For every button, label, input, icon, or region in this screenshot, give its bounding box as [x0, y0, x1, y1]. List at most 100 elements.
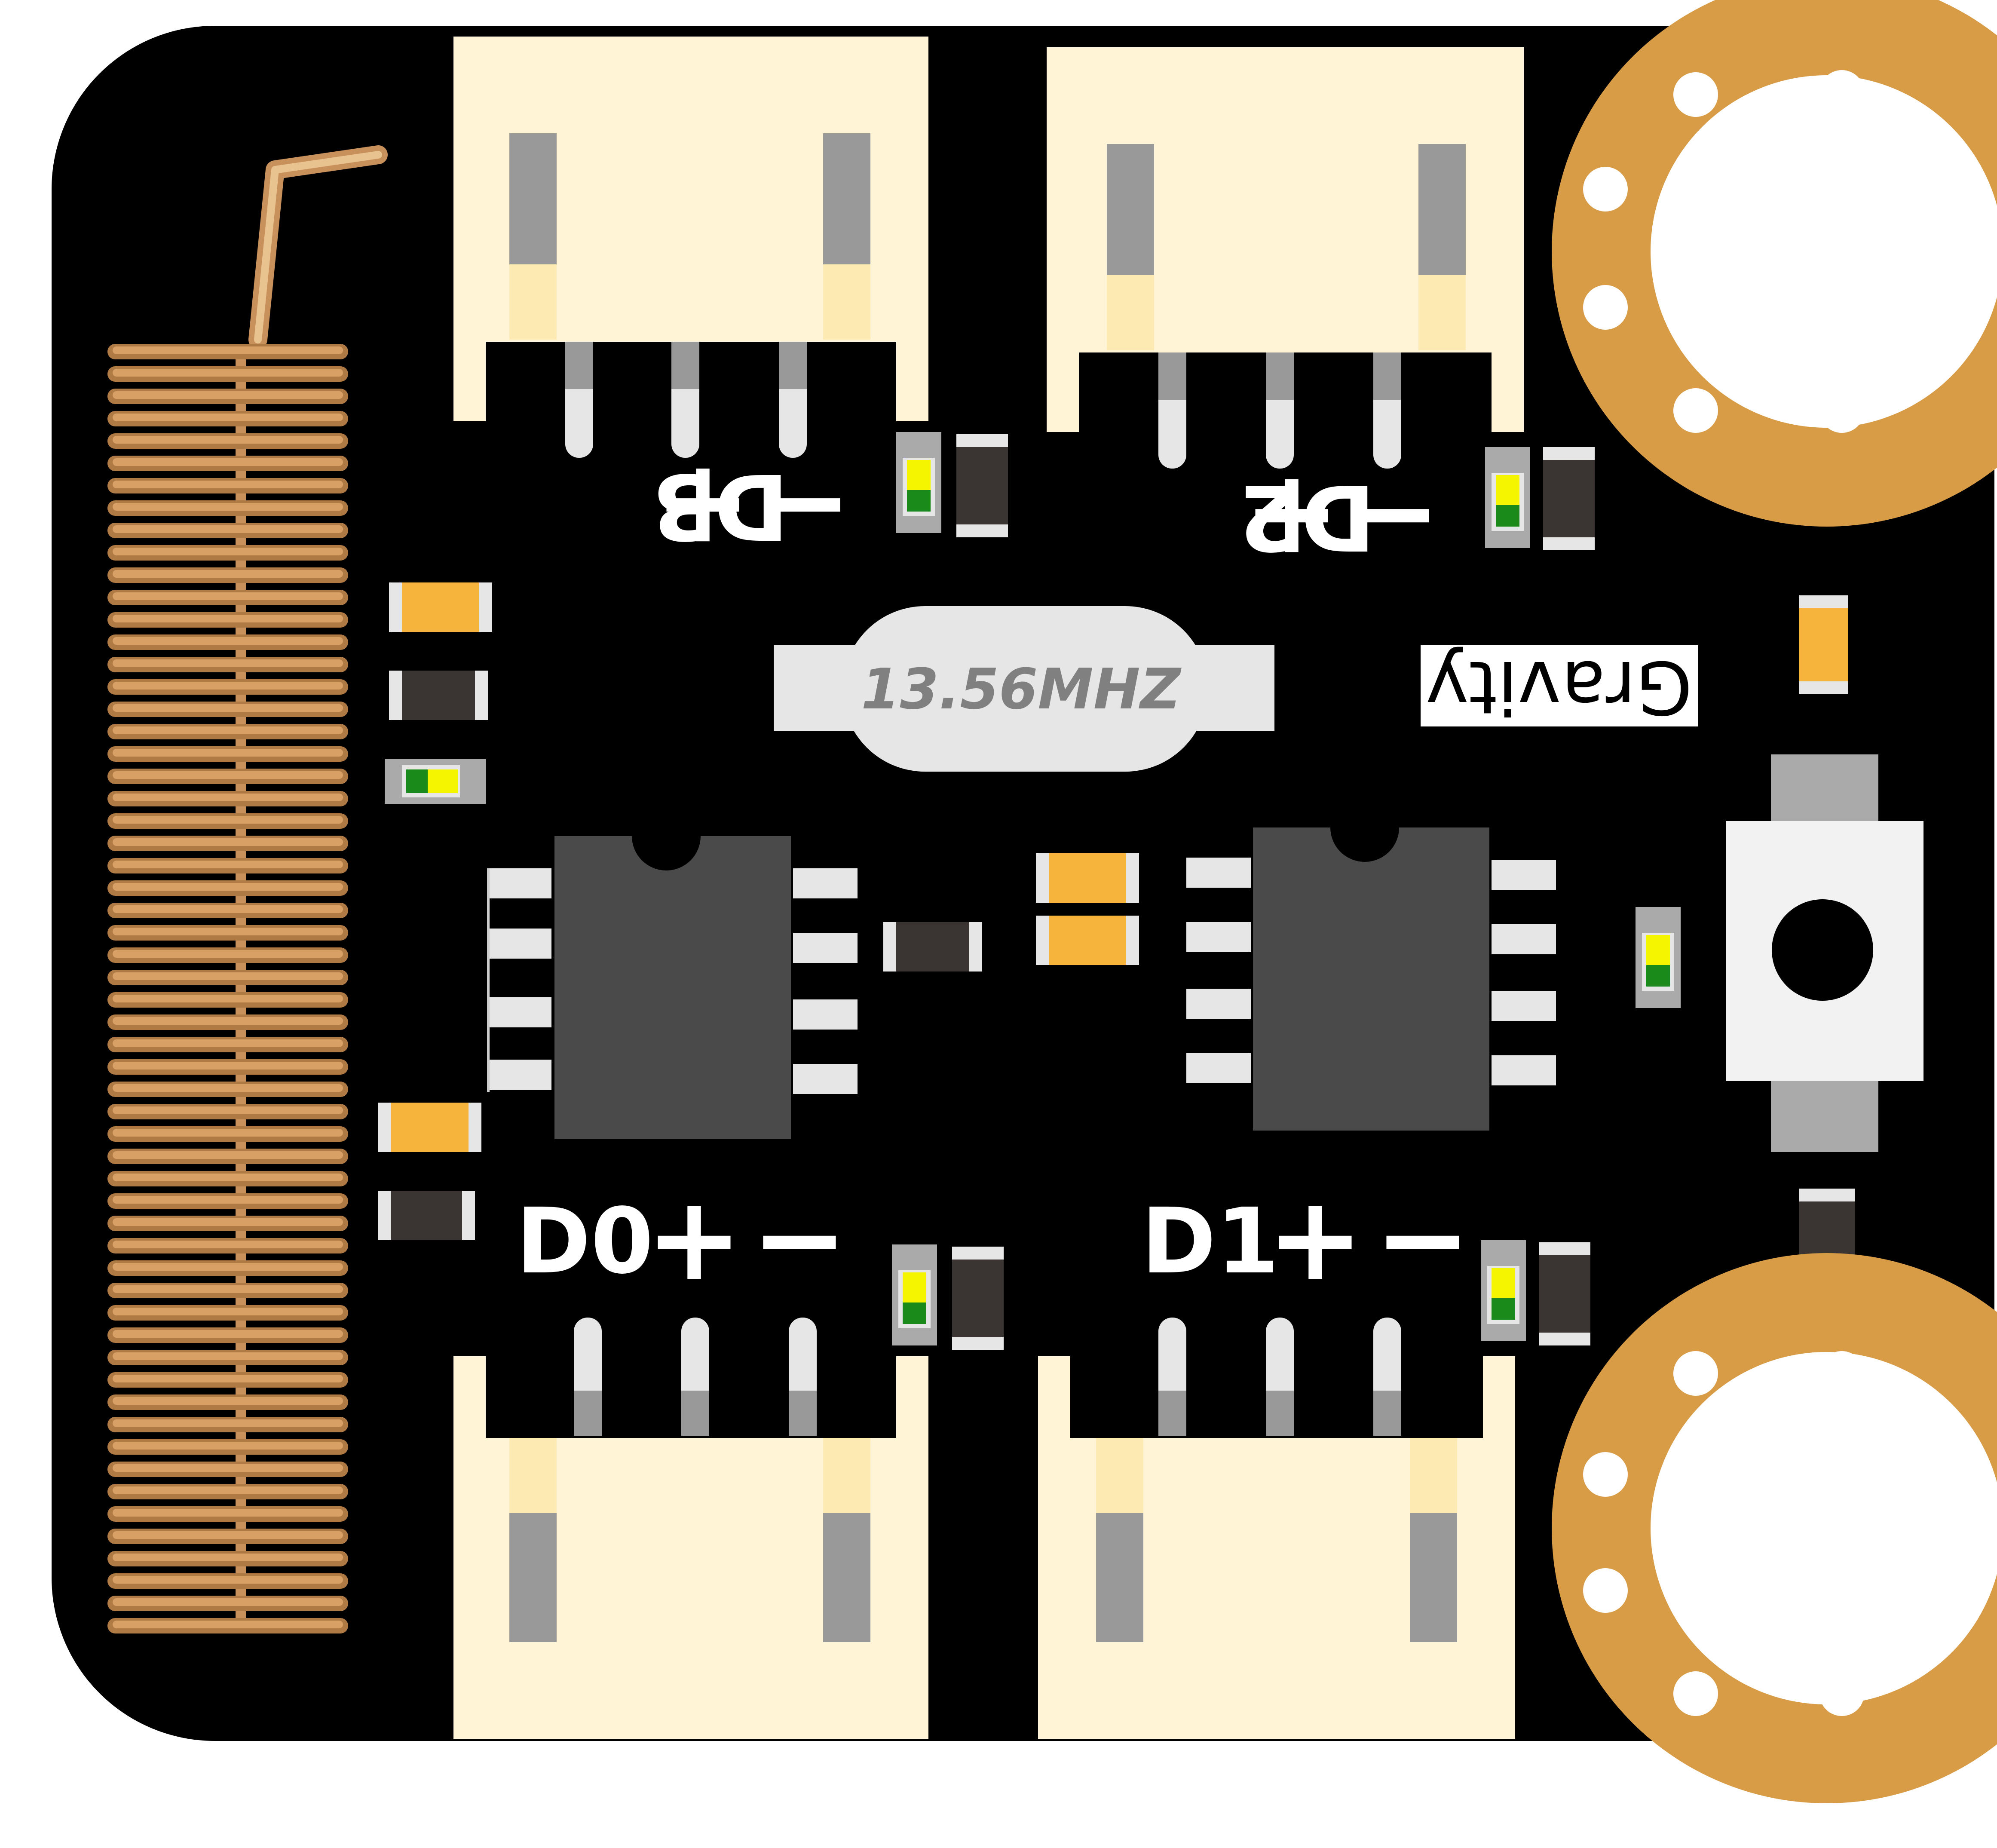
label-d1: D1: [1141, 1189, 1279, 1294]
crystal-label: 13.56MHZ: [861, 656, 1182, 722]
mounting-hole-bottom: [1552, 1253, 1997, 1803]
connector-d0: [453, 1318, 928, 1739]
coil-highlight: [113, 816, 343, 824]
led-d2: [1485, 447, 1530, 548]
coil-highlight: [113, 1308, 343, 1315]
coil-highlight: [113, 503, 343, 511]
ic-chip-right: [1186, 793, 1556, 1131]
coil-highlight: [113, 1554, 343, 1561]
led-d0: [892, 1244, 937, 1345]
coil-highlight: [113, 1263, 343, 1271]
coil-highlight: [113, 659, 343, 667]
coil-highlight: [113, 1017, 343, 1025]
label-d3-plus: +: [654, 441, 751, 576]
coil-highlight: [113, 1062, 343, 1070]
crystal-oscillator: 13.56MHZ: [774, 606, 1274, 772]
resistor-r1: [389, 671, 488, 720]
coil-highlight: [113, 771, 343, 779]
ic-chip-left: [487, 802, 858, 1139]
led-d1: [1481, 1240, 1526, 1341]
label-d2-minus: −: [1344, 452, 1441, 587]
coil-highlight: [113, 1174, 343, 1181]
coil-highlight: [113, 838, 343, 846]
button-actuator[interactable]: [1772, 899, 1873, 1001]
coil-highlight: [113, 794, 343, 801]
coil-highlight: [113, 1464, 343, 1472]
coil-highlight: [113, 1531, 343, 1539]
brand-label: Gravity: [1426, 644, 1693, 729]
coil-highlight: [113, 1576, 343, 1584]
coil-highlight: [113, 1375, 343, 1382]
coil-highlight: [113, 1285, 343, 1293]
coil-highlight: [113, 1218, 343, 1226]
coil-highlight: [113, 458, 343, 466]
mounting-hole-top: [1552, 0, 1997, 527]
connector-d2: [1047, 47, 1524, 469]
pairing-button[interactable]: [1726, 754, 1923, 1152]
capacitor-c3: [1036, 853, 1139, 903]
coil-highlight: [113, 570, 343, 578]
coil-highlight: [113, 1196, 343, 1204]
coil-highlight: [113, 369, 343, 377]
coil-highlight: [113, 1039, 343, 1047]
coil-highlight: [113, 972, 343, 980]
coil-highlight: [113, 1151, 343, 1159]
capacitor-c1: [389, 582, 492, 632]
resistor-r2: [378, 1191, 475, 1240]
label-d0: D0: [516, 1189, 653, 1294]
coil-highlight: [113, 1442, 343, 1450]
label-d2: D2: [1238, 464, 1375, 570]
coil-highlight: [113, 414, 343, 421]
connector-d1: [1038, 1318, 1515, 1739]
led-d3: [896, 432, 941, 533]
coil-highlight: [113, 995, 343, 1002]
coil-highlight: [113, 905, 343, 913]
resistor-r7: [1539, 1242, 1590, 1345]
antenna-coils: [107, 344, 348, 1633]
resistor-r5: [1543, 447, 1595, 550]
coil-highlight: [113, 682, 343, 690]
label-d3-minus: −: [755, 441, 852, 576]
coil-highlight: [113, 1106, 343, 1114]
capacitor-c5: [1799, 595, 1848, 694]
coil-highlight: [113, 1397, 343, 1405]
capacitor-c2: [378, 1103, 481, 1152]
label-d1-plus: +: [1267, 1171, 1364, 1306]
resistor-r3: [883, 922, 982, 972]
coil-highlight: [113, 1419, 343, 1427]
coil-highlight: [113, 615, 343, 622]
led-status: [1636, 907, 1681, 1008]
connector-d3: [453, 37, 928, 458]
label-d1-minus: −: [1374, 1171, 1471, 1306]
coil-highlight: [113, 1509, 343, 1517]
coil-highlight: [113, 928, 343, 935]
coil-highlight: [113, 1084, 343, 1092]
coil-highlight: [113, 749, 343, 757]
label-d2-plus: +: [1243, 452, 1340, 587]
coil-highlight: [113, 883, 343, 891]
label-d0-minus: −: [751, 1171, 848, 1306]
coil-highlight: [113, 1621, 343, 1628]
coil-highlight: [113, 637, 343, 645]
coil-highlight: [113, 1241, 343, 1248]
coil-highlight: [113, 346, 343, 354]
coil-highlight: [113, 726, 343, 734]
coil-highlight: [113, 1598, 343, 1606]
coil-highlight: [113, 950, 343, 958]
coil-highlight: [113, 525, 343, 533]
coil-highlight: [113, 548, 343, 555]
resistor-r6: [952, 1247, 1004, 1350]
coil-highlight: [113, 391, 343, 399]
coil-highlight: [113, 1330, 343, 1338]
coil-highlight: [113, 481, 343, 488]
coil-highlight: [113, 861, 343, 868]
label-d3: D3: [651, 454, 789, 559]
coil-highlight: [113, 1129, 343, 1137]
coil-highlight: [113, 1486, 343, 1494]
spring-antenna: [107, 145, 388, 1633]
coil-highlight: [113, 436, 343, 444]
capacitor-c4: [1036, 916, 1139, 965]
label-d0-plus: +: [646, 1171, 743, 1306]
